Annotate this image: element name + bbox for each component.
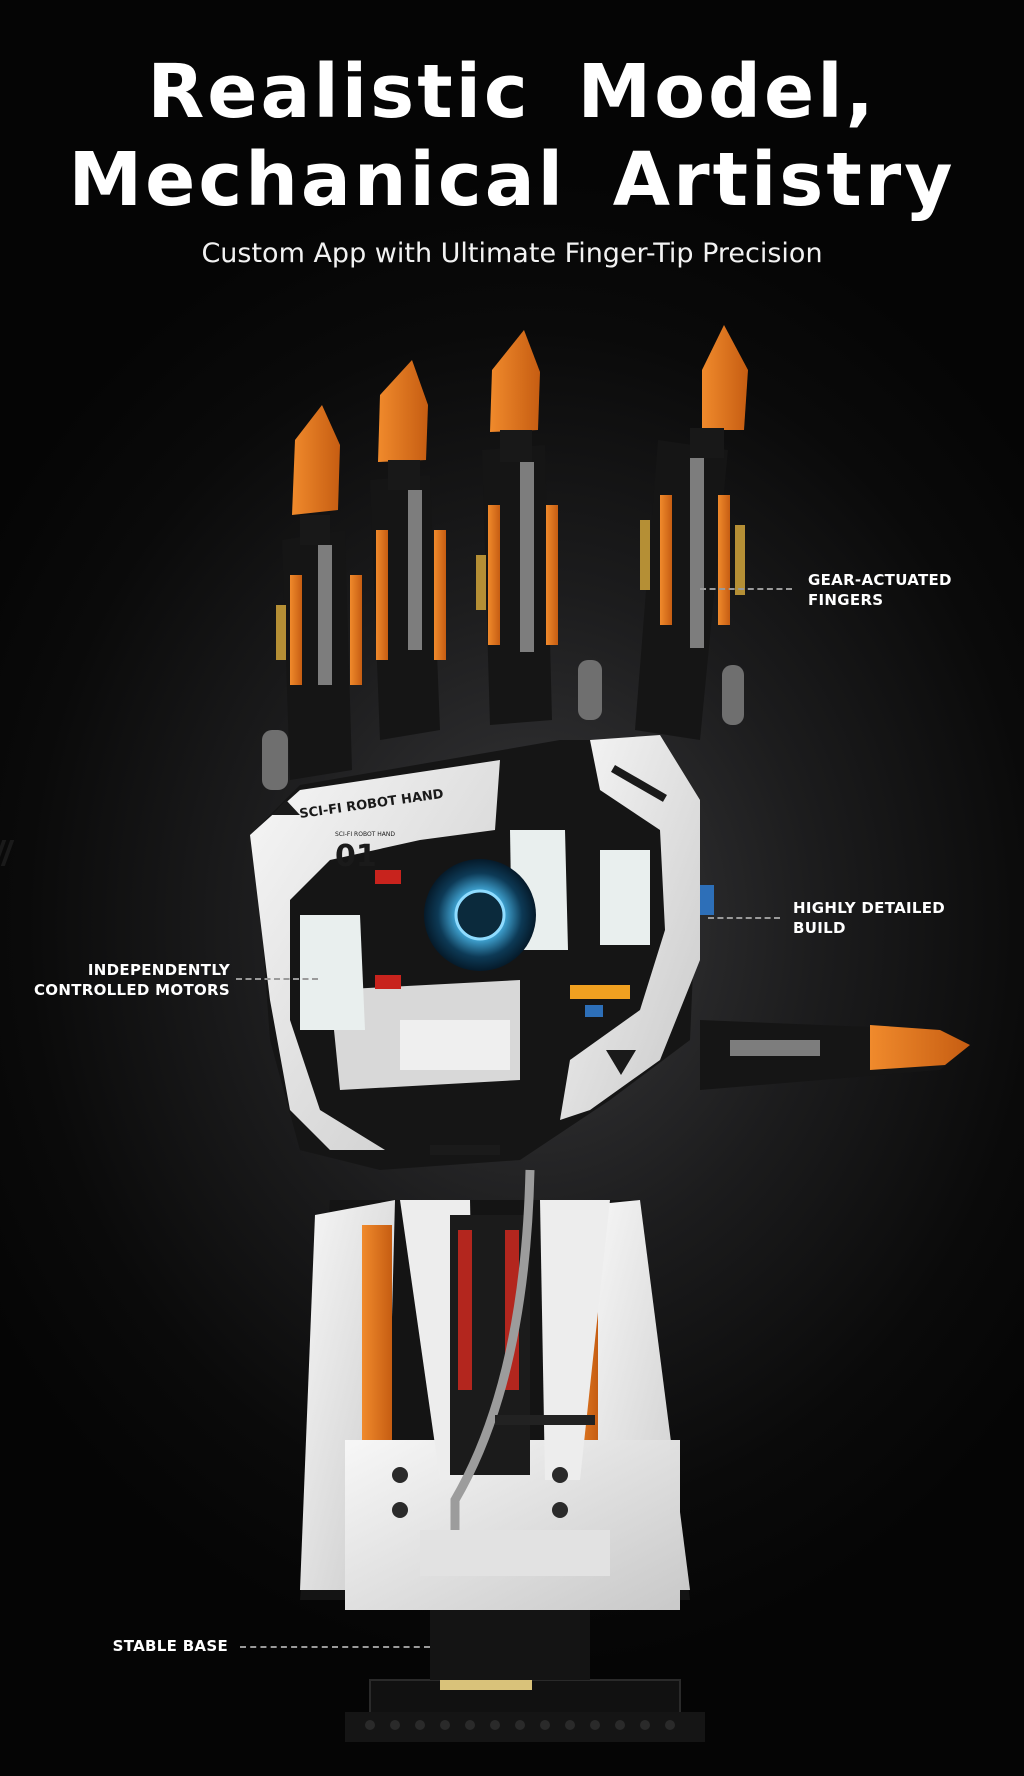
motors-leader-line [236, 978, 318, 980]
callout-stable-base: STABLE BASE [60, 1636, 228, 1656]
callout-motors-line-2: CONTROLLED MOTORS [34, 981, 230, 999]
callout-highly-detailed-build: HIGHLY DETAILED BUILD [793, 898, 945, 938]
callout-fingers-line-2: FINGERS [808, 591, 884, 609]
headline: Realistic Model, Mechanical Artistry [0, 48, 1024, 224]
callout-build-line-2: BUILD [793, 919, 846, 937]
callout-gear-actuated-fingers: GEAR-ACTUATED FINGERS [808, 570, 952, 610]
fingers-leader-line [700, 588, 792, 590]
fingers [262, 325, 970, 1090]
callout-base-line-1: STABLE BASE [112, 1637, 228, 1655]
subtitle: Custom App with Ultimate Finger-Tip Prec… [201, 238, 823, 269]
base-leader-line [240, 1646, 430, 1648]
model-number: 01 [335, 839, 377, 874]
callout-build-line-1: HIGHLY DETAILED [793, 899, 946, 917]
headline-line-1: Realistic Model, [147, 49, 877, 135]
product-label-small: SCI-FI ROBOT HAND [335, 831, 395, 838]
callout-motors-line-1: INDEPENDENTLY [87, 961, 230, 979]
headline-line-2: Mechanical Artistry [68, 137, 956, 223]
callout-fingers-line-1: GEAR-ACTUATED [808, 571, 952, 589]
stable-base [345, 1600, 705, 1742]
forearm [300, 1169, 690, 1610]
callout-independently-controlled-motors: INDEPENDENTLY CONTROLLED MOTORS [12, 960, 230, 1000]
build-leader-line [708, 917, 780, 919]
palm: SCI-FI ROBOT HAND SCI-FI ROBOT HAND 01 [0, 735, 714, 1170]
